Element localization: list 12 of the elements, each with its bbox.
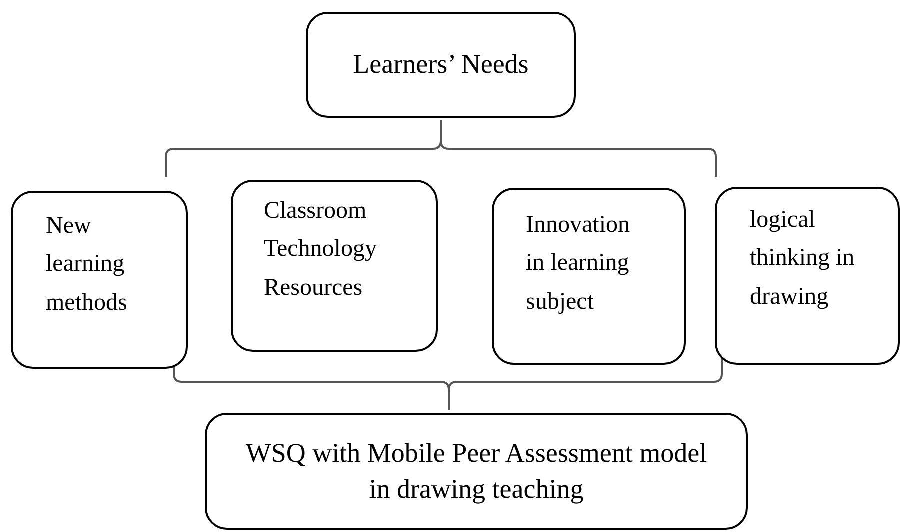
rounded-box [306, 12, 576, 118]
box-text: logical thinking in drawing [750, 206, 856, 312]
box-text: Innovation in learning subject [526, 211, 631, 317]
rounded-box [715, 187, 900, 365]
box-text: Classroom Technology Resources [264, 197, 378, 303]
rounded-box [492, 188, 686, 365]
rounded-box [205, 413, 748, 530]
box-text: New learning methods [46, 212, 128, 318]
rounded-box [231, 180, 438, 352]
box-text: Learners’ Needs [353, 48, 529, 82]
box-text: WSQ with Mobile Peer Assessment model in drawing teaching [244, 437, 708, 506]
rounded-box [11, 191, 188, 369]
